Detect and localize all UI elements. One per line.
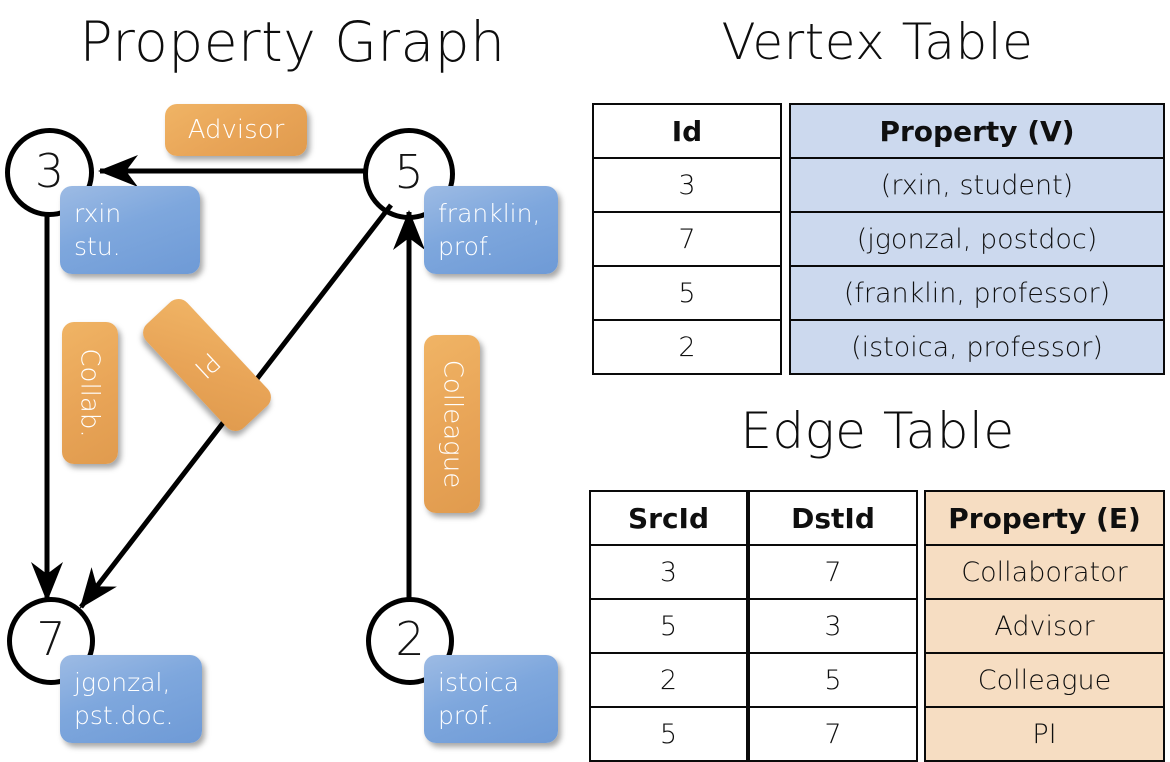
vertex-table-id-column: Id 3 7 5 2 [592, 103, 782, 375]
vertex-property-cell: (istoica, professor) [789, 319, 1165, 375]
edge-label-colleague: Colleague [437, 359, 468, 489]
table-row[interactable]: 7 [748, 544, 918, 600]
table-row[interactable]: (jgonzal, postdoc) [789, 211, 1165, 267]
vertex-property-box-2-line1: istoica [438, 668, 520, 697]
vertex-property-box-2[interactable]: istoica prof. [424, 655, 558, 743]
vertex-property-box-3-line2: stu. [74, 232, 121, 261]
table-row[interactable]: 5 [589, 706, 748, 762]
vertex-id-cell: 5 [592, 265, 782, 321]
edge-srcid-cell: 5 [589, 706, 748, 762]
graph-node-2[interactable]: 2 [366, 597, 454, 685]
table-row[interactable]: Colleague [924, 652, 1165, 708]
table-row[interactable]: 2 [589, 652, 748, 708]
edge-table-srcid-column: SrcId 3 5 2 5 [589, 490, 748, 762]
edge-label-box-colleague[interactable]: Colleague [424, 335, 480, 513]
graph-node-3-label: 3 [34, 143, 65, 198]
table-row[interactable]: 3 [589, 544, 748, 600]
vertex-property-box-5[interactable]: franklin, prof. [424, 186, 558, 274]
vertex-table-property-column: Property (V) (rxin, student) (jgonzal, p… [789, 103, 1165, 375]
table-header-row: Property (V) [789, 103, 1165, 159]
table-header-row: SrcId [589, 490, 748, 546]
vertex-id-cell: 3 [592, 157, 782, 213]
page-title-vertex-table: Vertex Table [721, 13, 1034, 71]
page-title-edge-table: Edge Table [740, 402, 1015, 460]
edge-table-property-column: Property (E) Collaborator Advisor Collea… [924, 490, 1165, 762]
table-row[interactable]: 7 [748, 706, 918, 762]
vertex-property-box-7[interactable]: jgonzal, pst.doc. [60, 655, 202, 743]
edge-table-header-dstid: DstId [748, 490, 918, 546]
edge-dstid-cell: 5 [748, 652, 918, 708]
vertex-property-box-7-line2: pst.doc. [74, 701, 174, 730]
edge-table-header-srcid: SrcId [589, 490, 748, 546]
property-graph-diagram: 3 5 7 2 rxin stu. franklin, prof. jgonza… [0, 0, 585, 760]
edge-srcid-cell: 5 [589, 598, 748, 654]
vertex-property-box-3[interactable]: rxin stu. [60, 186, 200, 274]
vertex-property-box-7-line1: jgonzal, [74, 668, 171, 697]
vertex-property-cell: (franklin, professor) [789, 265, 1165, 321]
edge-label-collaborator: Collab. [75, 348, 105, 438]
edge-dstid-cell: 7 [748, 544, 918, 600]
vertex-property-box-2-line2: prof. [438, 701, 494, 730]
edge-label-advisor: Advisor [187, 115, 285, 145]
table-row[interactable]: 5 [592, 265, 782, 321]
edge-label-pi: PI [188, 346, 226, 384]
vertex-table-header-id: Id [592, 103, 782, 159]
table-row[interactable]: 3 [592, 157, 782, 213]
edge-table-dstid-column: DstId 7 3 5 7 [748, 490, 918, 762]
vertex-property-box-3-line1: rxin [74, 199, 122, 228]
table-row[interactable]: PI [924, 706, 1165, 762]
graph-node-7-label: 7 [36, 612, 66, 666]
vertex-table-header-property: Property (V) [789, 103, 1165, 159]
edge-srcid-cell: 2 [589, 652, 748, 708]
vertex-id-cell: 2 [592, 319, 782, 375]
table-row[interactable]: (franklin, professor) [789, 265, 1165, 321]
graph-node-5-label: 5 [394, 145, 424, 199]
graph-node-3[interactable]: 3 [5, 128, 94, 217]
vertex-property-cell: (jgonzal, postdoc) [789, 211, 1165, 267]
edge-property-cell: Colleague [924, 652, 1165, 708]
vertex-property-box-5-line2: prof. [438, 232, 494, 261]
table-header-row: Property (E) [924, 490, 1165, 546]
vertex-id-cell: 7 [592, 211, 782, 267]
edge-table-header-property: Property (E) [924, 490, 1165, 546]
edge-label-box-collaborator[interactable]: Collab. [62, 322, 118, 464]
table-row[interactable]: 5 [589, 598, 748, 654]
table-row[interactable]: 5 [748, 652, 918, 708]
table-row[interactable]: Collaborator [924, 544, 1165, 600]
edge-property-cell: Collaborator [924, 544, 1165, 600]
table-header-row: DstId [748, 490, 918, 546]
graph-node-2-label: 2 [395, 612, 425, 666]
table-row[interactable]: 2 [592, 319, 782, 375]
edge-property-cell: PI [924, 706, 1165, 762]
table-row[interactable]: (rxin, student) [789, 157, 1165, 213]
vertex-property-cell: (rxin, student) [789, 157, 1165, 213]
table-row[interactable]: Advisor [924, 598, 1165, 654]
edge-property-cell: Advisor [924, 598, 1165, 654]
table-row[interactable]: 3 [748, 598, 918, 654]
table-row[interactable]: 7 [592, 211, 782, 267]
table-header-row: Id [592, 103, 782, 159]
edge-dstid-cell: 3 [748, 598, 918, 654]
page-title-property-graph: Property Graph [79, 10, 506, 74]
vertex-property-box-5-line1: franklin, [438, 199, 541, 228]
edge-label-box-advisor[interactable]: Advisor [165, 104, 307, 156]
edge-dstid-cell: 7 [748, 706, 918, 762]
edge-srcid-cell: 3 [589, 544, 748, 600]
table-row[interactable]: (istoica, professor) [789, 319, 1165, 375]
